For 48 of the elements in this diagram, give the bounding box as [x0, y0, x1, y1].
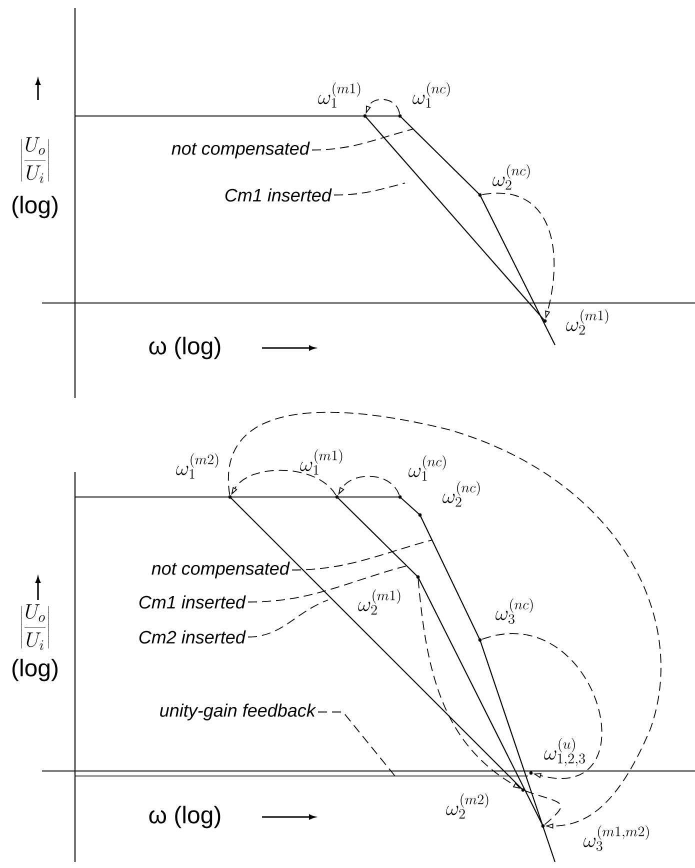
- node-label: $\omega_2^{(nc)}$: [442, 481, 480, 507]
- node-label: $\omega_1^{(m1)}$: [300, 449, 342, 475]
- leader-line: [292, 540, 432, 570]
- axis-label: $\left|\frac{U_o}{U_i}\right|$: [21, 137, 49, 183]
- node-label: $\omega_2^{(nc)}$: [492, 164, 530, 190]
- node-label: $\omega_1^{(nc)}$: [412, 82, 450, 108]
- node-label: $\omega_2^{(m1)}$: [566, 309, 608, 335]
- axis-label: ω (log): [149, 806, 220, 828]
- annotation: Cm2 inserted: [139, 630, 246, 644]
- pole-point: $\omega_2^{(m1)}$: [358, 575, 420, 615]
- leader-line: [334, 182, 406, 196]
- pole-point: $\omega_1^{(m1)}$: [318, 82, 367, 118]
- node-label: $\omega_3^{(m1,m2)}$: [583, 825, 649, 851]
- pole-point: $\omega_1^{(m2)}$: [176, 453, 232, 499]
- annotation: not compensated: [152, 562, 290, 578]
- pole-point: $\omega_2^{(m1)}$: [543, 309, 608, 335]
- axis-label: (log): [12, 658, 58, 682]
- pole-point: $\omega_{1,2,3}^{(u)}$: [529, 738, 585, 775]
- leader-line: [312, 128, 414, 150]
- node-label: $\omega_3^{(nc)}$: [496, 598, 533, 624]
- annotation: Cm1 inserted: [139, 595, 246, 609]
- pole-shift-arrow: [366, 99, 400, 114]
- pole-shift-arrow: [231, 470, 336, 496]
- pole-shift-arrow: [228, 412, 662, 829]
- node-label: $\omega_2^{(m2)}$: [446, 793, 488, 819]
- pole-point: $\omega_2^{(nc)}$: [478, 164, 530, 197]
- pole-point: $\omega_3^{(m1,m2)}$: [541, 824, 649, 851]
- annotation: not compensated: [172, 142, 310, 158]
- pole-point: $\omega_2^{(m2)}$: [446, 788, 525, 819]
- pole-point: $\omega_1^{(nc)}$: [398, 82, 450, 118]
- pole-shift-arrow: [482, 633, 602, 779]
- pole-point: $\omega_1^{(m1)}$: [300, 449, 342, 499]
- leader-line: [248, 600, 328, 638]
- pole-point: $\omega_3^{(nc)}$: [478, 598, 533, 642]
- node-label: $\omega_1^{(m1)}$: [318, 82, 360, 108]
- leader-line: [248, 566, 406, 602]
- leader-line: [318, 712, 396, 776]
- node-label: $\omega_2^{(m1)}$: [358, 589, 400, 615]
- node-label: $\omega_1^{(nc)}$: [408, 455, 446, 481]
- node-label: $\omega_1^{(m2)}$: [176, 453, 218, 479]
- axis-label: (log): [12, 196, 58, 218]
- axis-label: $\left|\frac{U_o}{U_i}\right|$: [21, 604, 49, 650]
- axis-label: ω (log): [149, 336, 220, 360]
- node-label: $\omega_{1,2,3}^{(u)}$: [544, 738, 585, 766]
- annotation: Cm1 inserted: [225, 188, 332, 202]
- annotation: unity-gain feedback: [160, 704, 316, 720]
- pole-shift-arrow: [338, 476, 400, 496]
- pole-point: $\omega_2^{(nc)}$: [418, 481, 480, 517]
